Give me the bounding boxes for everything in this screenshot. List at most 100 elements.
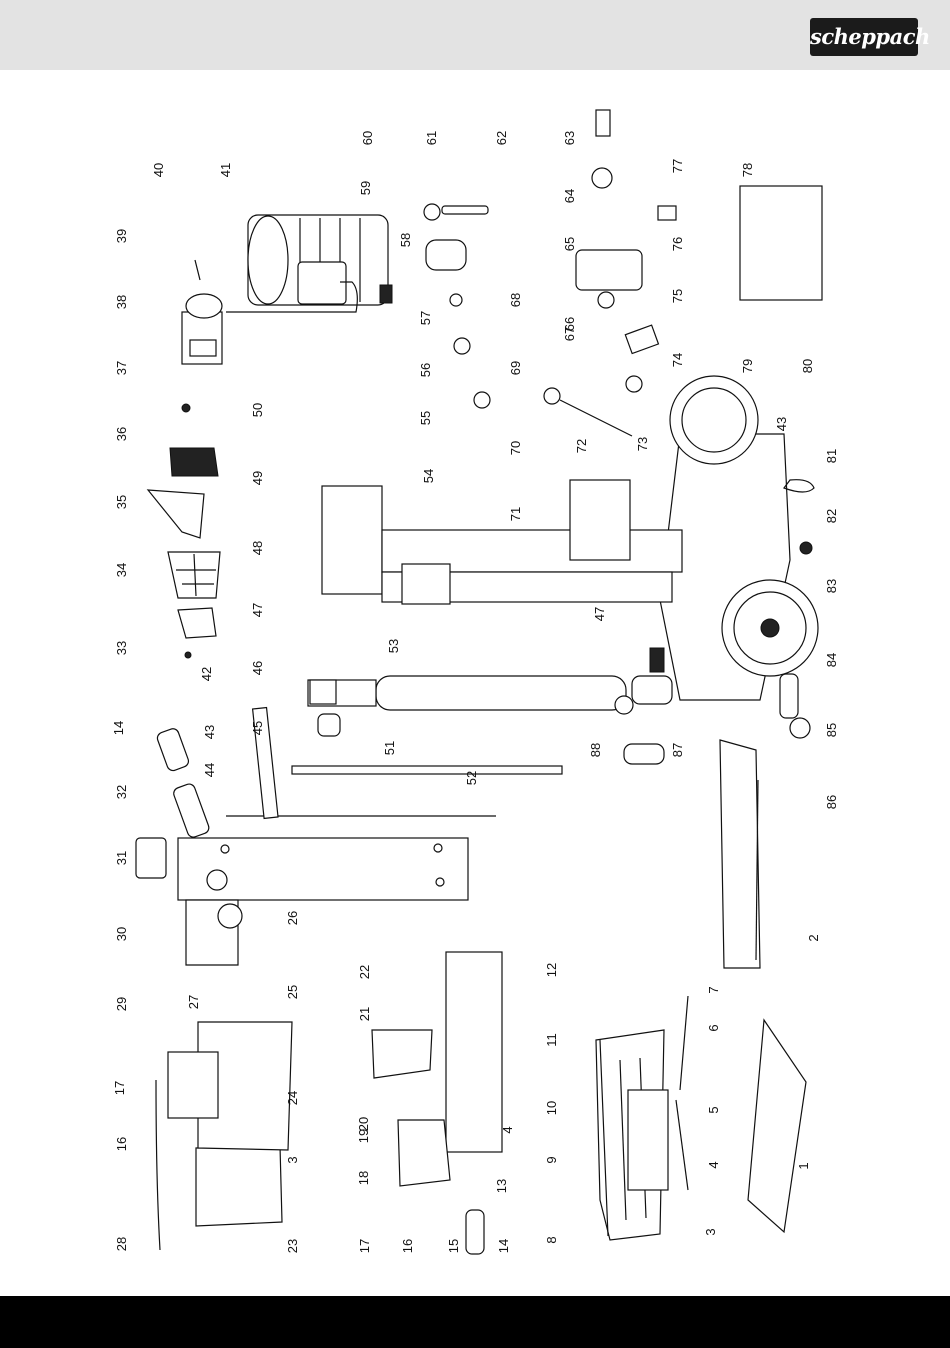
part-label-46: 46 [250, 661, 265, 675]
part-label-23: 23 [285, 1239, 300, 1253]
part-label-10: 10 [544, 1101, 559, 1115]
part-label-36: 36 [114, 427, 129, 441]
part-label-42: 42 [199, 667, 214, 681]
part-label-87: 87 [670, 743, 685, 757]
part-label-78: 78 [740, 163, 755, 177]
part-label-4: 4 [706, 1161, 721, 1168]
part-label-14: 14 [111, 721, 126, 735]
part-label-40: 40 [151, 163, 166, 177]
part-label-16: 16 [114, 1137, 129, 1151]
part-label-73: 73 [635, 437, 650, 451]
part-label-44: 44 [202, 763, 217, 777]
part-label-43: 43 [774, 417, 789, 431]
part-label-43: 43 [202, 725, 217, 739]
part-label-81: 81 [824, 449, 839, 463]
part-label-48: 48 [250, 541, 265, 555]
part-label-82: 82 [824, 509, 839, 523]
part-label-38: 38 [114, 295, 129, 309]
part-label-65: 65 [562, 237, 577, 251]
hydraulic-cylinder [308, 648, 672, 764]
part-label-4: 4 [500, 1126, 515, 1133]
part-label-32: 32 [114, 785, 129, 799]
part-label-72: 72 [574, 439, 589, 453]
part-label-58: 58 [398, 233, 413, 247]
part-label-16: 16 [400, 1239, 415, 1253]
part-label-71: 71 [508, 507, 523, 521]
part-label-22: 22 [357, 965, 372, 979]
part-label-3: 3 [285, 1156, 300, 1163]
part-label-54: 54 [421, 469, 436, 483]
part-label-24: 24 [285, 1091, 300, 1105]
part-label-37: 37 [114, 361, 129, 375]
part-label-77: 77 [670, 159, 685, 173]
part-label-70: 70 [508, 441, 523, 455]
part-label-52: 52 [464, 771, 479, 785]
part-label-29: 29 [114, 997, 129, 1011]
part-label-1: 1 [796, 1162, 811, 1169]
part-label-39: 39 [114, 229, 129, 243]
part-label-8: 8 [544, 1236, 559, 1243]
column-beam [136, 727, 468, 965]
part-label-11: 11 [544, 1033, 559, 1047]
switch-box [182, 260, 222, 364]
part-label-74: 74 [670, 353, 685, 367]
part-label-83: 83 [824, 579, 839, 593]
part-label-21: 21 [357, 1007, 372, 1021]
part-label-64: 64 [562, 189, 577, 203]
part-label-79: 79 [740, 359, 755, 373]
part-label-45: 45 [250, 721, 265, 735]
part-label-80: 80 [800, 359, 815, 373]
part-label-15: 15 [446, 1239, 461, 1253]
part-label-60: 60 [360, 131, 375, 145]
part-label-47: 47 [592, 607, 607, 621]
part-label-27: 27 [186, 995, 201, 1009]
part-label-88: 88 [588, 743, 603, 757]
exploded-parts-diagram: 1233445678910111213141415161617171819202… [0, 70, 950, 1296]
part-label-7: 7 [706, 986, 721, 993]
part-label-57: 57 [418, 311, 433, 325]
part-label-20: 20 [356, 1117, 371, 1131]
part-label-35: 35 [114, 495, 129, 509]
motor [226, 215, 392, 312]
scheppach-logo: scheppach [810, 18, 918, 56]
part-label-86: 86 [824, 795, 839, 809]
part-label-18: 18 [356, 1171, 371, 1185]
part-label-53: 53 [386, 639, 401, 653]
part-label-9: 9 [544, 1156, 559, 1163]
rods [226, 708, 562, 819]
part-label-17: 17 [357, 1239, 372, 1253]
part-label-63: 63 [562, 131, 577, 145]
part-label-61: 61 [424, 131, 439, 145]
hydraulic-control [424, 110, 822, 436]
part-label-2: 2 [806, 934, 821, 941]
part-label-41: 41 [218, 163, 233, 177]
part-label-6: 6 [706, 1024, 721, 1031]
part-label-28: 28 [114, 1237, 129, 1251]
tank-assembly [596, 740, 806, 1240]
part-label-3: 3 [703, 1228, 718, 1235]
part-label-25: 25 [285, 985, 300, 999]
part-label-76: 76 [670, 237, 685, 251]
part-label-62: 62 [494, 131, 509, 145]
part-label-68: 68 [508, 293, 523, 307]
part-label-51: 51 [382, 741, 397, 755]
part-label-17: 17 [112, 1081, 127, 1095]
part-label-14: 14 [496, 1239, 511, 1253]
part-label-69: 69 [508, 361, 523, 375]
header-band [0, 0, 950, 70]
part-label-33: 33 [114, 641, 129, 655]
part-label-13: 13 [494, 1179, 509, 1193]
part-label-84: 84 [824, 653, 839, 667]
part-label-56: 56 [418, 363, 433, 377]
part-label-26: 26 [285, 911, 300, 925]
part-label-30: 30 [114, 927, 129, 941]
wedge-table [156, 952, 502, 1254]
part-label-49: 49 [250, 471, 265, 485]
part-label-67: 67 [562, 327, 577, 341]
cover-plates [148, 404, 220, 658]
part-label-55: 55 [418, 411, 433, 425]
part-label-50: 50 [250, 403, 265, 417]
part-label-85: 85 [824, 723, 839, 737]
parts-drawing [136, 110, 822, 1254]
part-label-34: 34 [114, 563, 129, 577]
